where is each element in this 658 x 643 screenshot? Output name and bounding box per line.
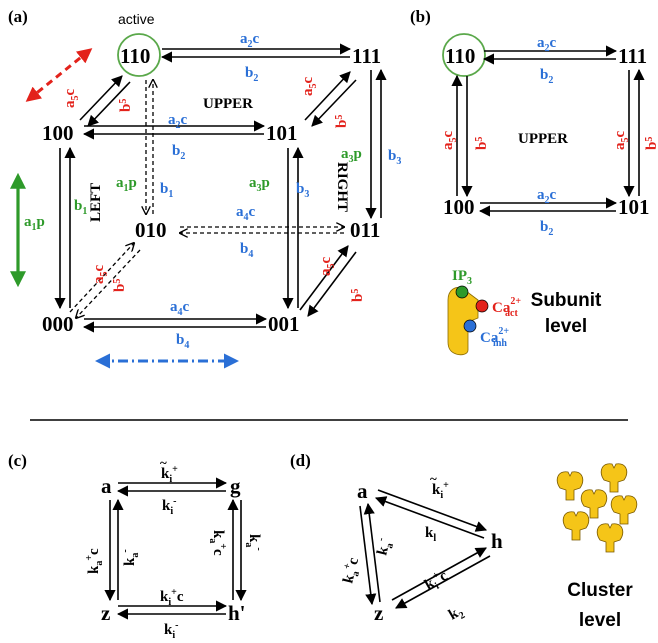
c-rate-labels: ki+ ~ ki- ki+c ki- ka+c ka- ka+c ka-: [84, 455, 264, 641]
c-node-h: h': [228, 601, 246, 625]
ca-inh-label: Ca2+inh: [480, 326, 509, 349]
rate-a4c-bottom: a4c: [170, 299, 190, 318]
d-node-h: h: [491, 529, 503, 553]
node-111: 111: [352, 44, 381, 68]
rate-a1p-inner: a1p: [116, 175, 137, 194]
rate-b5-upper-right: b5: [334, 115, 350, 128]
face-upper-label: UPPER: [203, 96, 253, 112]
panel-d-label: (d): [290, 451, 311, 470]
d-rate-k2: k2: [446, 603, 467, 626]
rate-b4-bottom: b4: [176, 332, 189, 351]
d-node-a: a: [357, 479, 368, 503]
d-node-z: z: [374, 601, 383, 625]
rate-a5c-lower-left: a5c: [91, 265, 110, 285]
rate-a2c-mid: a2c: [168, 112, 188, 131]
panel-b-label: (b): [410, 7, 431, 26]
rate-a4c-mid: a4c: [236, 204, 256, 223]
rate-b1-inner: b1: [160, 181, 173, 200]
c-rate-ka-plus-c: ka+c: [84, 548, 105, 574]
square-upper-label: UPPER: [518, 131, 568, 147]
subunit-level-line1: Subunit: [531, 290, 602, 311]
c-rate-ka-plus-c-right: ka+c: [207, 530, 228, 556]
face-right-label: RIGHT: [334, 162, 350, 212]
sq-rate-b5-left: b5: [474, 137, 490, 150]
sq-rate-a2c-bottom: a2c: [537, 187, 557, 206]
sq-node-100: 100: [443, 195, 475, 219]
c-node-g: g: [230, 474, 241, 498]
d-rate-kl: kl: [425, 525, 436, 544]
ca-inh-binding-site: [463, 319, 477, 333]
sq-node-110: 110: [445, 44, 475, 68]
ip3-binding-site: [455, 285, 469, 299]
c-node-z: z: [101, 601, 110, 625]
rate-a5c-lower-right: a5c: [318, 257, 337, 277]
c-arrows: [104, 477, 247, 620]
active-state-circle: [117, 33, 161, 77]
ca-act-label: Ca2+act: [492, 296, 521, 319]
c-node-a: a: [101, 474, 112, 498]
sq-node-101: 101: [618, 195, 650, 219]
node-101: 101: [266, 121, 298, 145]
node-010: 010: [135, 218, 167, 242]
panel-a-label: (a): [8, 7, 28, 26]
node-100: 100: [42, 121, 74, 145]
ca-act-binding-site: [475, 299, 489, 313]
red-dashed-double-arrow: [25, 48, 93, 102]
c-rate-ki-plus-c: ki+c: [160, 587, 184, 608]
cube-solid-arrows: [54, 43, 387, 333]
sq-rate-a5c-left: a5c: [440, 131, 459, 151]
sq-rate-b2-top: b2: [540, 67, 553, 86]
sq-node-111: 111: [618, 44, 647, 68]
d-rate-ka-minus: ka-: [372, 536, 396, 557]
ip3-label: IP3: [452, 268, 472, 287]
square-rate-labels: a2c b2 a2c b2 a5c b5 a5c b5: [440, 35, 658, 238]
rate-b1-left: b1: [74, 198, 87, 217]
rate-a3p-back: a3p: [341, 146, 362, 165]
cluster-receptor-icons: [556, 463, 638, 553]
rate-a2c-top: a2c: [240, 31, 260, 50]
sq-rate-b2-bottom: b2: [540, 219, 553, 238]
c-rate-ki-minus-top: ki-: [162, 496, 176, 517]
rate-b5-lower-left: b5: [112, 279, 128, 292]
rate-a5c-upper-left: a5c: [62, 89, 81, 109]
node-011: 011: [350, 218, 380, 242]
rate-a5c-upper-right: a5c: [300, 77, 319, 97]
cluster-level-line1: Cluster: [567, 580, 633, 601]
square-arrows: [451, 45, 645, 217]
subunit-level-line2: level: [545, 316, 587, 337]
subunit-receptor-icon: [447, 285, 489, 356]
node-001: 001: [268, 312, 300, 336]
d-rate-ka-plus-c: ka+c: [338, 555, 365, 585]
node-000: 000: [42, 312, 74, 336]
cube-dashed-arrows: [69, 80, 344, 318]
c-tilde-mark: ~: [160, 455, 167, 470]
c-rate-ka-minus-right: ka-: [243, 534, 264, 551]
sq-rate-a2c-top: a2c: [537, 35, 557, 54]
c-rate-ka-minus-left: ka-: [120, 549, 141, 566]
sq-rate-b5-right: b5: [644, 137, 658, 150]
rate-b5-upper-left: b5: [118, 99, 134, 112]
sq-rate-a5c-right: a5c: [612, 131, 631, 151]
rate-b4-mid: b4: [240, 241, 253, 260]
cluster-level-line2: level: [579, 610, 621, 631]
face-left-label: LEFT: [88, 183, 104, 222]
c-rate-ki-minus-bottom: ki-: [164, 620, 178, 641]
node-110: 110: [120, 44, 150, 68]
rate-b2-top: b2: [245, 65, 258, 84]
rate-a1p-outer: a1p: [24, 214, 45, 233]
active-label: active: [118, 11, 155, 27]
rate-b3-back: b3: [388, 148, 401, 167]
d-arrows: [359, 489, 491, 609]
rate-a3p-front: a3p: [249, 175, 270, 194]
rate-b2-mid: b2: [172, 143, 185, 162]
rate-b5-lower-right: b5: [350, 289, 366, 302]
panel-c-label: (c): [8, 451, 27, 470]
d-tilde-mark: ~: [430, 471, 437, 486]
